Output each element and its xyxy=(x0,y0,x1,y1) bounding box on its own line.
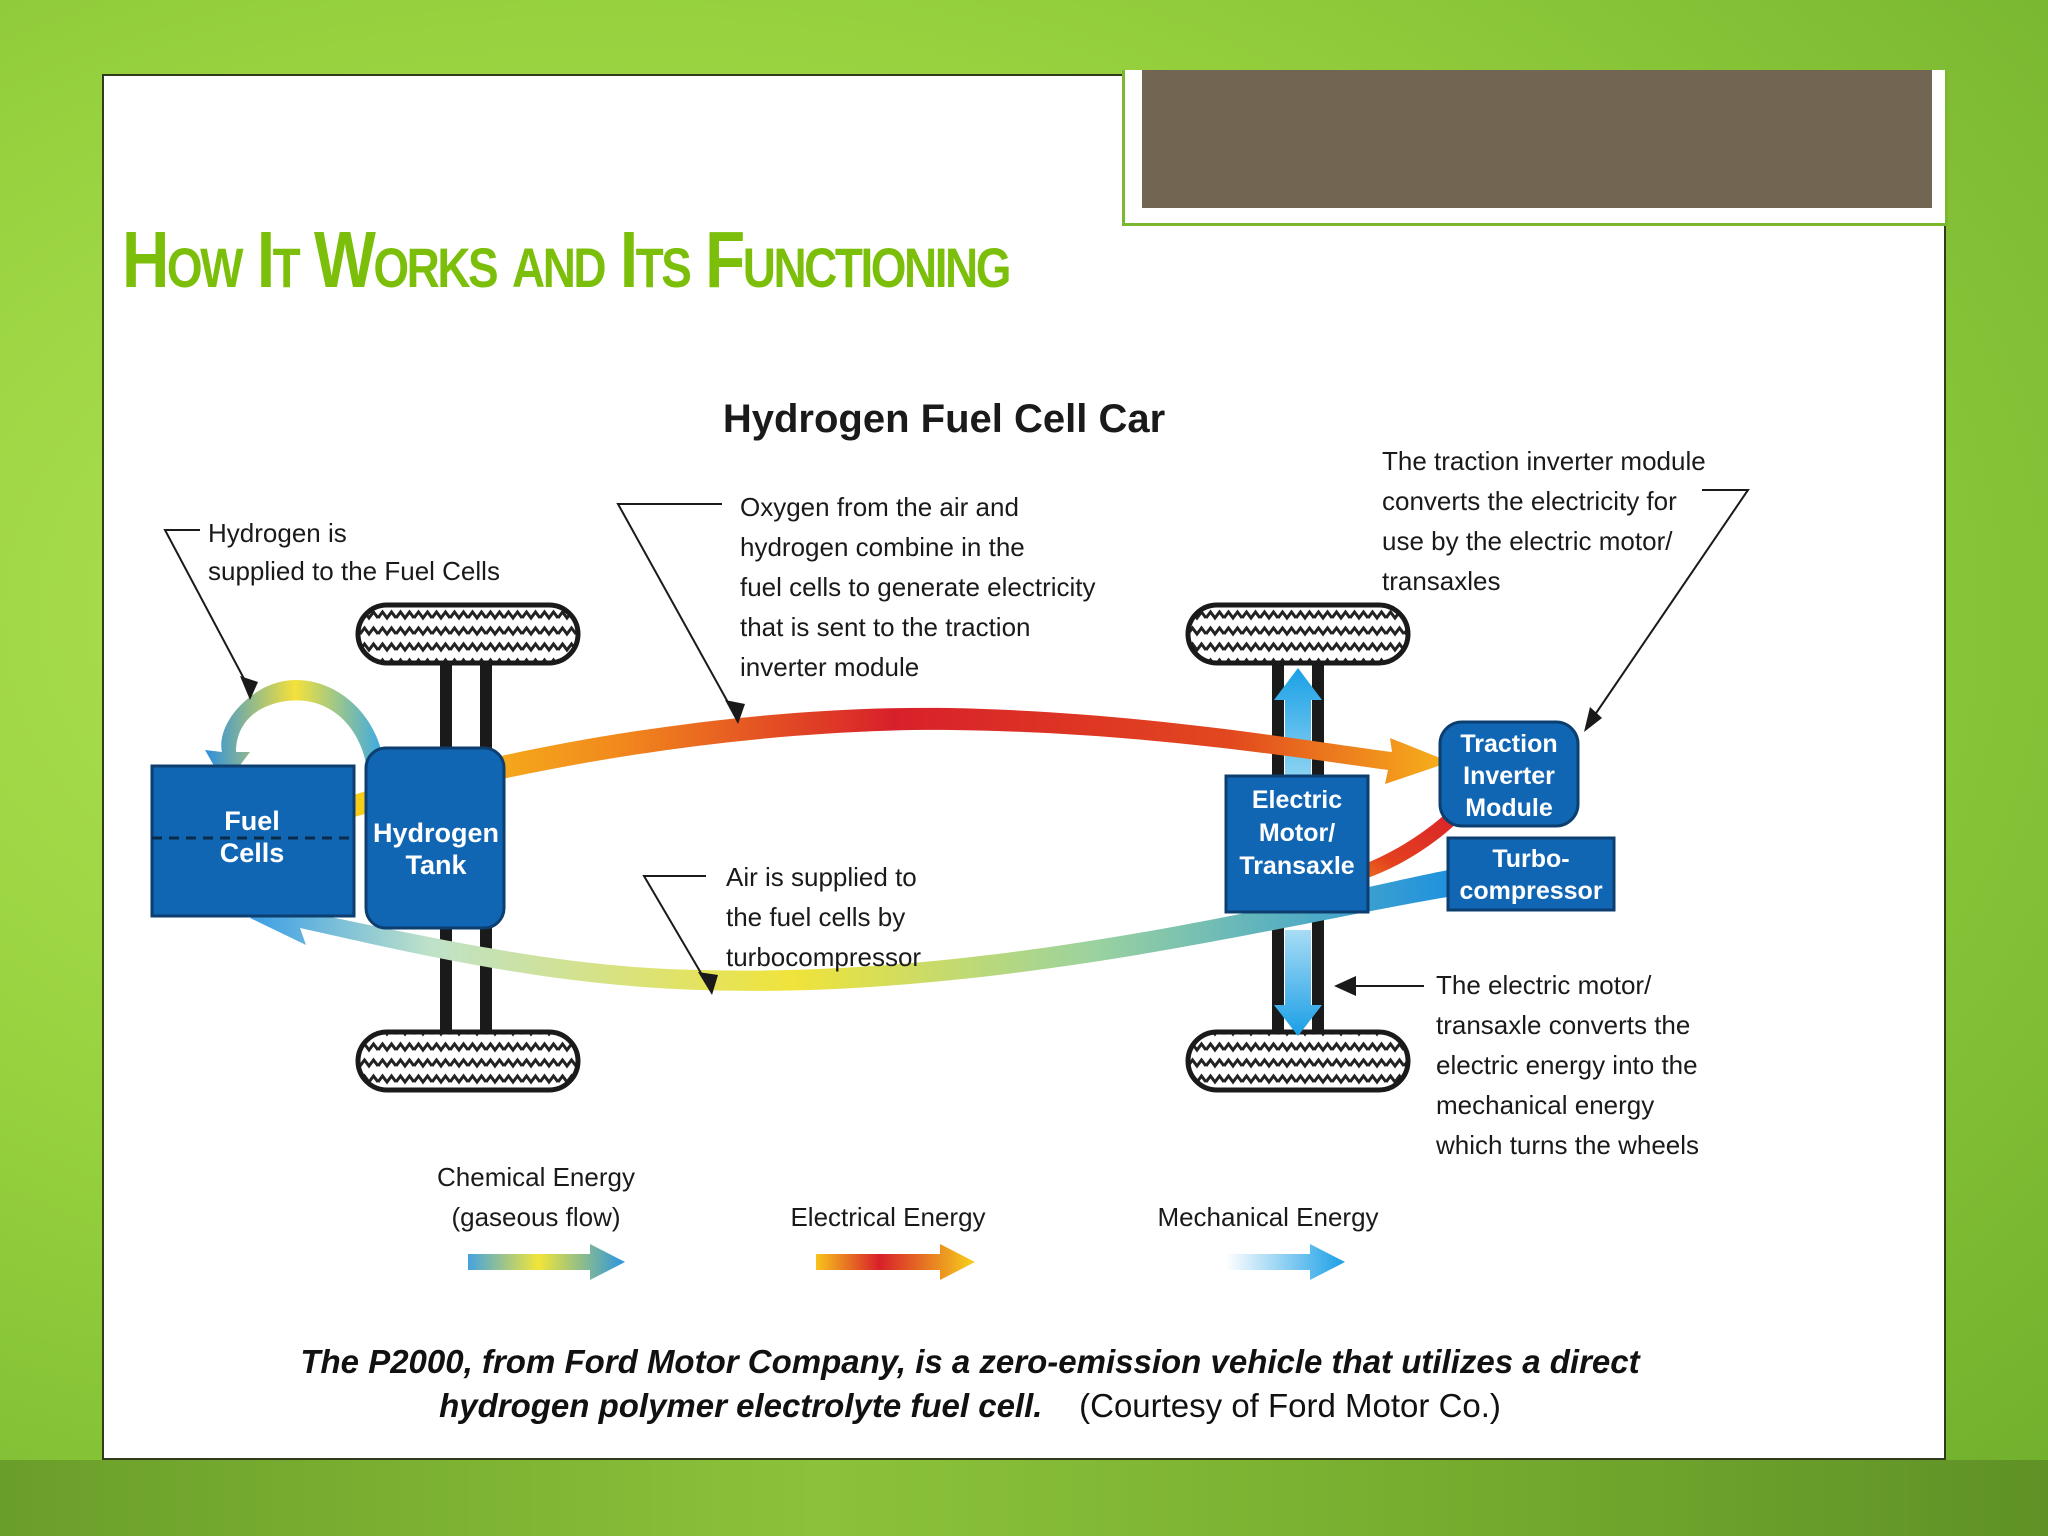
left-rear-wheel xyxy=(355,1029,581,1093)
diagram-title: Hydrogen Fuel Cell Car xyxy=(723,397,1165,441)
callout-motor-line-5: which turns the wheels xyxy=(1435,1130,1699,1160)
traction-inverter-block: Traction Inverter Module xyxy=(1438,720,1580,828)
hydrogen-tank-label-2: Tank xyxy=(405,850,467,880)
callout-traction-line-2: converts the electricity for xyxy=(1382,486,1677,516)
figure-caption: The P2000, from Ford Motor Company, is a… xyxy=(200,1340,1740,1428)
turbo-compressor-label-2: compressor xyxy=(1459,877,1602,905)
caption-credit: (Courtesy of Ford Motor Co.) xyxy=(1079,1387,1501,1424)
legend-mechanical-arrow xyxy=(1226,1244,1345,1280)
callout-oxygen-line-2: hydrogen combine in the xyxy=(740,532,1025,562)
callout-traction-inverter: The traction inverter module converts th… xyxy=(1382,446,1750,732)
callout-oxygen-line-4: that is sent to the traction xyxy=(740,612,1031,642)
right-front-wheel xyxy=(1185,602,1411,666)
legend-electrical-arrow xyxy=(816,1244,975,1280)
right-rear-wheel xyxy=(1185,1029,1411,1093)
legend: Chemical Energy (gaseous flow) Electrica… xyxy=(437,1162,1379,1280)
electric-motor-label-3: Transaxle xyxy=(1239,852,1354,880)
callout-oxygen-combine: Oxygen from the air and hydrogen combine… xyxy=(616,492,1096,724)
callout-traction-line-3: use by the electric motor/ xyxy=(1382,526,1673,556)
callout-air-line-1: Air is supplied to xyxy=(726,862,917,892)
mech-arrow-down xyxy=(1274,930,1322,1036)
callout-hydrogen-supply: Hydrogen is supplied to the Fuel Cells xyxy=(163,518,500,700)
callout-air-supply: Air is supplied to the fuel cells by tur… xyxy=(642,862,921,995)
turbo-compressor-block: Turbo- compressor xyxy=(1446,836,1616,912)
slide-heading: How It Works and Its Functioning xyxy=(122,215,1011,304)
electric-motor-label-2: Motor/ xyxy=(1259,819,1335,847)
callout-hydrogen-line-2: supplied to the Fuel Cells xyxy=(208,556,500,586)
title-placeholder-fill xyxy=(1142,70,1932,208)
legend-electrical-label: Electrical Energy xyxy=(790,1202,985,1232)
hydrogen-loop-arrow xyxy=(205,679,385,785)
caption-line-1: The P2000, from Ford Motor Company, is a… xyxy=(300,1343,1640,1380)
callout-hydrogen-line-1: Hydrogen is xyxy=(208,518,347,548)
callout-oxygen-line-3: fuel cells to generate electricity xyxy=(740,572,1096,602)
callout-air-line-2: the fuel cells by xyxy=(726,902,905,932)
air-flow-arrow xyxy=(250,870,1460,991)
callout-traction-line-4: transaxles xyxy=(1382,566,1501,596)
legend-chemical-line-1: Chemical Energy xyxy=(437,1162,635,1192)
fuel-cells-block: Fuel Cells xyxy=(150,764,356,918)
traction-inverter-label-1: Traction xyxy=(1460,730,1557,758)
callout-electric-motor: The electric motor/ transaxle converts t… xyxy=(1334,970,1699,1160)
left-front-wheel xyxy=(355,602,581,666)
background-band xyxy=(0,1460,2048,1536)
traction-inverter-label-3: Module xyxy=(1465,794,1553,822)
callout-motor-line-1: The electric motor/ xyxy=(1436,970,1652,1000)
legend-mechanical-label: Mechanical Energy xyxy=(1157,1202,1378,1232)
callout-oxygen-line-1: Oxygen from the air and xyxy=(740,492,1019,522)
fuel-cells-label-1: Fuel xyxy=(224,806,280,836)
callout-motor-line-2: transaxle converts the xyxy=(1436,1010,1690,1040)
traction-inverter-label-2: Inverter xyxy=(1463,762,1555,790)
callout-motor-line-3: electric energy into the xyxy=(1436,1050,1698,1080)
turbo-compressor-label-1: Turbo- xyxy=(1492,845,1569,873)
electric-motor-label-1: Electric xyxy=(1252,786,1342,814)
caption-line-2-main: hydrogen polymer electrolyte fuel cell. xyxy=(439,1387,1043,1424)
callout-air-line-3: turbocompressor xyxy=(726,942,921,972)
caption-line-2: hydrogen polymer electrolyte fuel cell. … xyxy=(200,1384,1740,1428)
fuel-cells-label-2: Cells xyxy=(220,838,285,868)
hydrogen-tank-block: Hydrogen Tank xyxy=(364,746,506,930)
callout-oxygen-line-5: inverter module xyxy=(740,652,919,682)
legend-chemical-line-2: (gaseous flow) xyxy=(451,1202,620,1232)
legend-chemical-arrow xyxy=(468,1244,625,1280)
callout-traction-line-1: The traction inverter module xyxy=(1382,446,1706,476)
electric-motor-block: Electric Motor/ Transaxle xyxy=(1224,774,1370,914)
hydrogen-tank-label-1: Hydrogen xyxy=(373,818,499,848)
electricity-flow-arrow xyxy=(338,707,1450,820)
callout-motor-line-4: mechanical energy xyxy=(1436,1090,1654,1120)
